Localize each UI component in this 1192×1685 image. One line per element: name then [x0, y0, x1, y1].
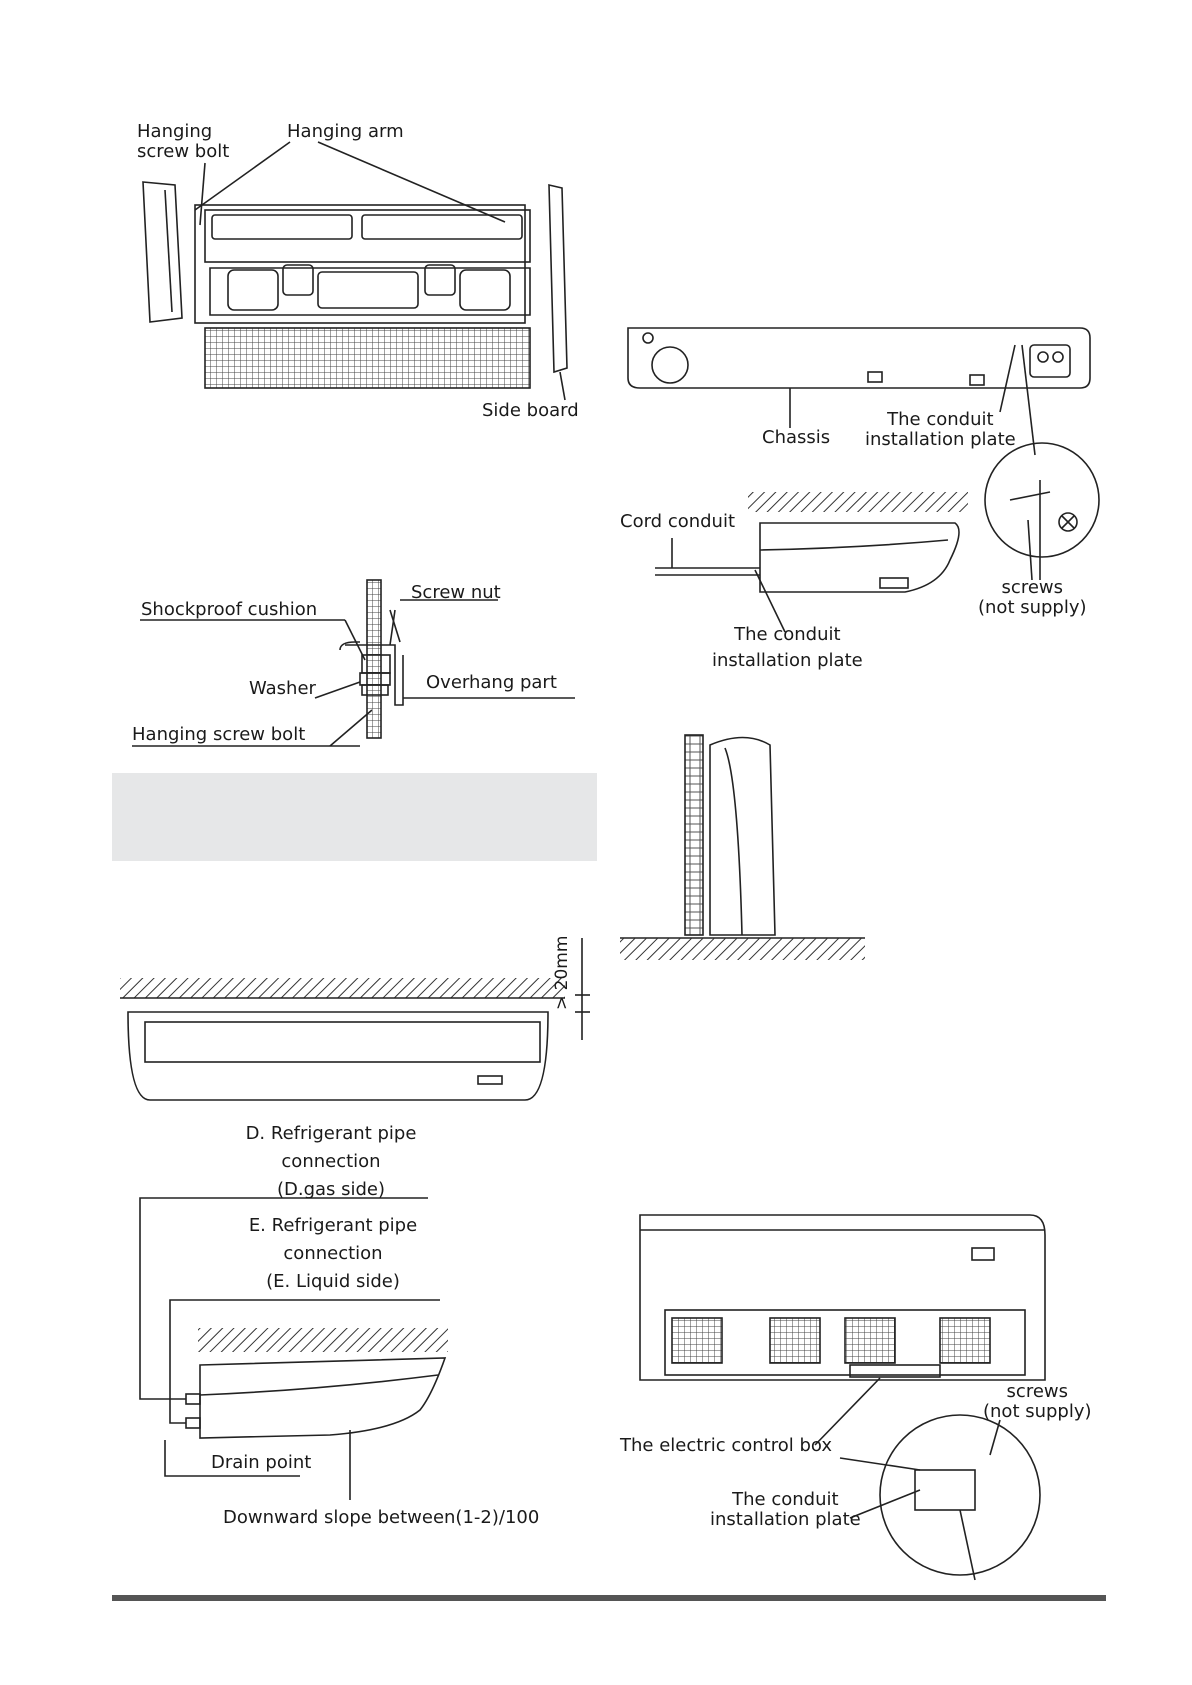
label-overhang-part: Overhang part	[426, 672, 557, 693]
label-hanging-screw-bolt: Hanging screw bolt	[132, 724, 306, 745]
chassis-figure	[627, 327, 1100, 581]
label-shockproof-cushion: Shockproof cushion	[141, 599, 318, 620]
label-drain-point: Drain point	[211, 1452, 312, 1473]
label-d-pipe: D. Refrigerant pipe connection (D.gas si…	[245, 1123, 417, 1200]
label-hanging-arm: Hanging arm	[287, 121, 404, 142]
label-conduit-plate-1: The conduit installation plate	[865, 409, 1016, 450]
label-electric-control-box: The electric control box	[620, 1435, 832, 1456]
label-e-pipe: E. Refrigerant pipe connection (E. Liqui…	[248, 1215, 418, 1292]
label-conduit-plate-2: The conduit installation plate	[712, 624, 863, 671]
label-screws-1: screws (not supply)	[978, 577, 1087, 618]
label-washer: Washer	[249, 678, 316, 699]
hanging-hardware-figure	[132, 579, 575, 747]
unit-exploded-figure	[142, 141, 568, 401]
control-box-figure	[639, 1214, 1046, 1581]
label-side-board: Side board	[482, 400, 579, 421]
floor-standing-figure	[620, 734, 865, 960]
label-screws-2: screws (not supply)	[983, 1381, 1092, 1422]
ceiling-clearance-figure	[120, 938, 590, 1101]
cord-conduit-figure	[655, 492, 968, 633]
label-screw-nut: Screw nut	[411, 582, 501, 603]
label-hanging-screw-bolt-top: Hanging screw bolt	[137, 121, 230, 162]
label-chassis: Chassis	[762, 427, 831, 448]
label-clearance: > 20mm	[552, 935, 572, 1010]
refrigerant-pipe-figure	[139, 1197, 448, 1500]
gray-note-box	[112, 773, 597, 861]
footer-rule	[112, 1595, 1106, 1601]
label-cord-conduit: Cord conduit	[620, 511, 736, 532]
label-conduit-plate-3: The conduit installation plate	[710, 1489, 861, 1530]
label-downward-slope: Downward slope between(1-2)/100	[223, 1507, 540, 1528]
